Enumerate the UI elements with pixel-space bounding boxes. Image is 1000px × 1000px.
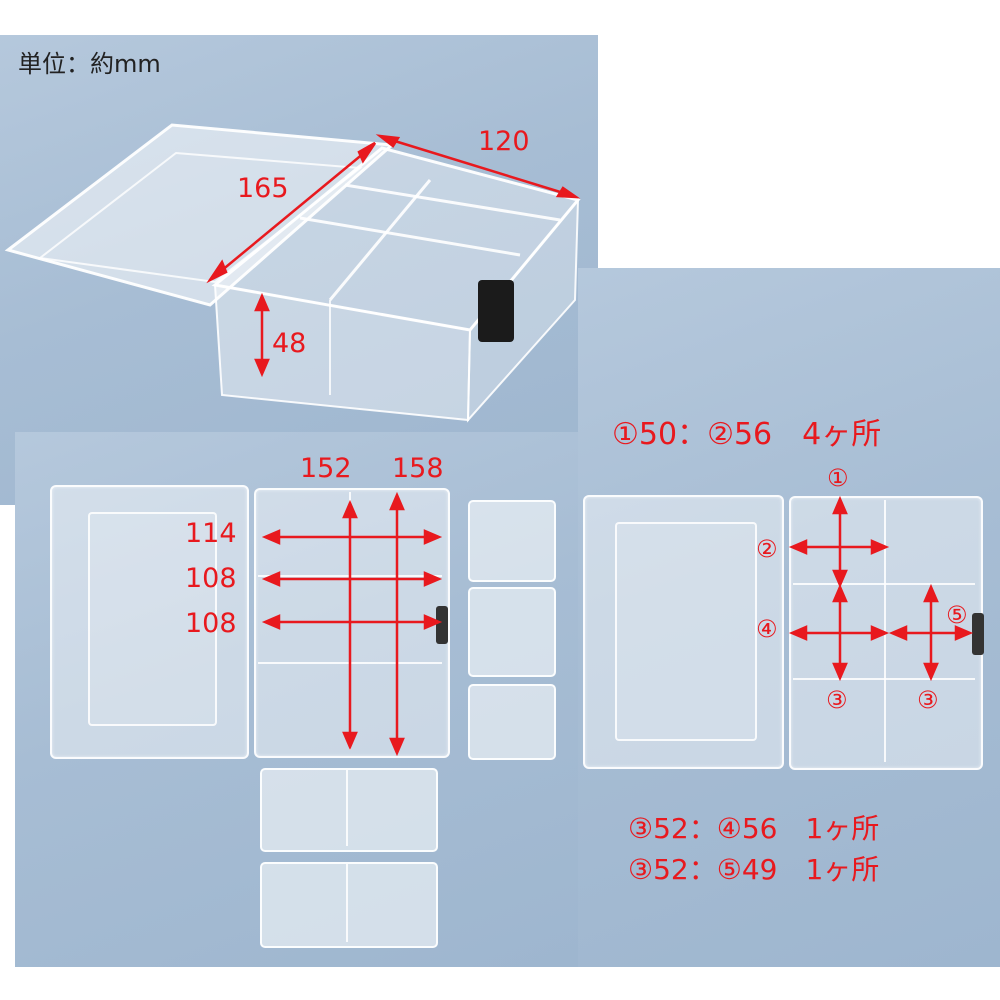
compartment-header: ①50：②56 4ヶ所	[612, 417, 882, 452]
box-latch	[478, 280, 514, 342]
divider-h2-right	[793, 678, 975, 680]
marker-5: ⑤	[946, 601, 968, 629]
partition-piece	[260, 862, 438, 948]
dim-width-label: 120	[478, 126, 530, 157]
latch-left	[436, 606, 448, 644]
compartment-note-1: ③52：④56 1ヶ所	[628, 812, 880, 845]
partition-seam	[346, 864, 348, 942]
lid-window-right	[615, 522, 757, 741]
marker-3a: ③	[826, 686, 848, 714]
partition-piece	[468, 500, 556, 582]
dim-158-label: 158	[392, 453, 444, 484]
divider-h1-right	[793, 583, 975, 585]
dim-108b-label: 108	[185, 608, 237, 639]
latch-right	[972, 613, 984, 655]
dim-152-label: 152	[300, 453, 352, 484]
partition-piece	[468, 684, 556, 760]
marker-2: ②	[756, 535, 778, 563]
dim-114-label: 114	[185, 518, 237, 549]
marker-1: ①	[827, 464, 849, 492]
divider-v-right	[884, 500, 886, 762]
dim-length-label: 165	[237, 173, 289, 204]
marker-4: ④	[756, 615, 778, 643]
marker-3b: ③	[917, 686, 939, 714]
dim-108a-label: 108	[185, 563, 237, 594]
dim-height-label: 48	[272, 328, 307, 359]
compartment-note-2: ③52：⑤49 1ヶ所	[628, 853, 880, 886]
partition-piece	[468, 587, 556, 677]
partition-seam	[346, 770, 348, 846]
unit-label: 単位：約mm	[18, 50, 161, 78]
lid-window-left	[88, 512, 217, 726]
partition-piece	[260, 768, 438, 852]
